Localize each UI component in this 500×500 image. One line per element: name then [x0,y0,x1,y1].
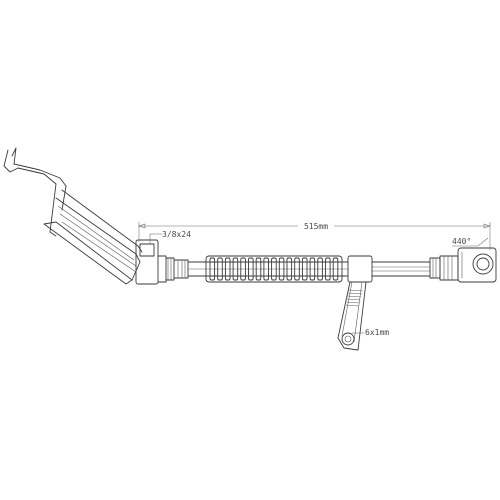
end-angle-label: 440° [452,237,471,246]
fitting-thread-label: 3/8x24 [162,230,191,239]
left-mounting-bracket [3,147,143,285]
fitting-thread-dimension: 3/8x24 [149,230,191,244]
left-end-fitting [135,239,189,285]
bolt-size-label: 6x1mm [365,328,389,337]
overall-length-label: 515mm [304,222,328,231]
center-mounting-clip [337,255,373,351]
protective-sleeve [205,255,343,283]
bolt-size-dimension: 6x1mm [352,328,389,337]
overall-length-dimension: 515mm [138,220,491,250]
right-end-fitting [429,247,497,283]
hose-body [187,261,431,277]
end-angle-dimension: 440° [452,237,489,247]
